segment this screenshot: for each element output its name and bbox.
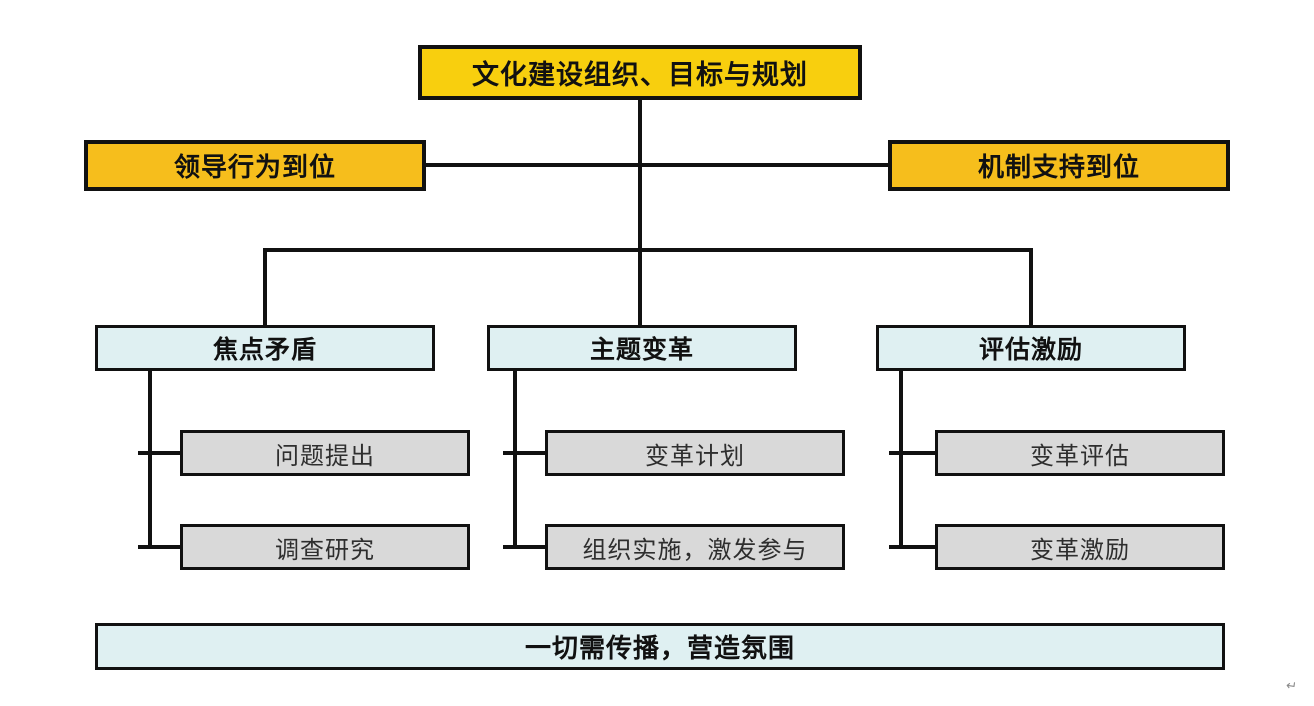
connector-col3-stub1	[889, 451, 935, 455]
node-problem-raising: 问题提出	[180, 430, 470, 476]
connector-col2-vertical	[513, 371, 517, 549]
paragraph-return-mark: ↵	[1285, 677, 1298, 694]
node-focus-contradiction: 焦点矛盾	[95, 325, 435, 371]
connector-col3-stub2	[889, 545, 935, 549]
connector-col3-vertical	[899, 371, 903, 549]
connector-drop-right	[1029, 248, 1033, 325]
node-communication-banner: 一切需传播，营造氛围	[95, 623, 1225, 670]
connector-spine-vertical	[638, 100, 642, 252]
node-title: 文化建设组织、目标与规划	[418, 45, 862, 100]
connector-drop-center	[638, 248, 642, 325]
connector-col1-stub2	[138, 545, 180, 549]
connector-col1-vertical	[148, 371, 152, 549]
connector-col2-stub2	[503, 545, 545, 549]
node-mechanism-support: 机制支持到位	[888, 140, 1230, 191]
node-investigation-research: 调查研究	[180, 524, 470, 570]
node-organize-implementation: 组织实施，激发参与	[545, 524, 845, 570]
node-change-plan: 变革计划	[545, 430, 845, 476]
connector-side-horizontal	[426, 163, 888, 167]
connector-col1-stub1	[138, 451, 180, 455]
connector-drop-left	[263, 248, 267, 325]
node-change-evaluation: 变革评估	[935, 430, 1225, 476]
connector-rail-horizontal	[263, 248, 1033, 252]
node-theme-change: 主题变革	[487, 325, 797, 371]
connector-col2-stub1	[503, 451, 545, 455]
node-leadership-behavior: 领导行为到位	[84, 140, 426, 191]
node-evaluation-incentive: 评估激励	[876, 325, 1186, 371]
node-change-incentive: 变革激励	[935, 524, 1225, 570]
